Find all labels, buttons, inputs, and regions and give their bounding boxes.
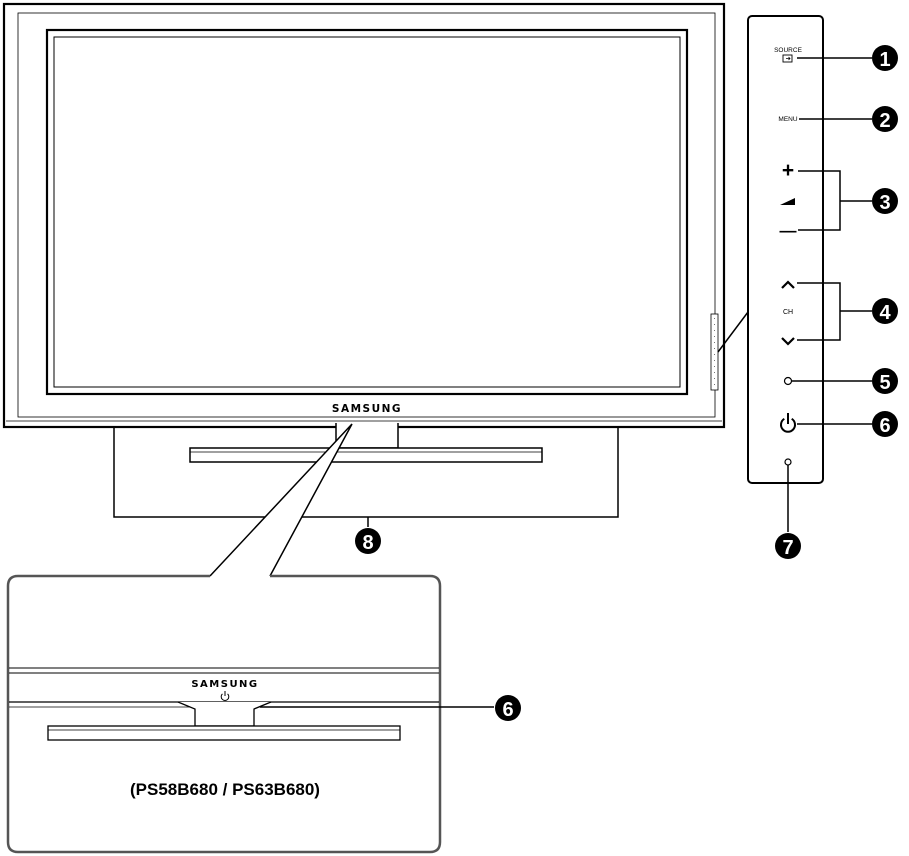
detail-stand-base: [47, 725, 401, 741]
callout-8: 8: [355, 528, 381, 554]
svg-text:2: 2: [879, 110, 890, 132]
tv-screen: [45, 28, 689, 396]
svg-text:8: 8: [362, 532, 373, 554]
menu-label[interactable]: MENU: [778, 116, 797, 123]
control-panel: SOURCE MENU + — CH: [747, 15, 872, 532]
svg-text:6: 6: [879, 415, 890, 437]
svg-text:5: 5: [879, 372, 890, 394]
control-panel-frame: [747, 15, 824, 484]
power-indicator-icon: [784, 458, 792, 466]
zoom-lines: [209, 423, 353, 577]
callout-1: 1: [872, 45, 898, 71]
callout-2: 2: [872, 106, 898, 132]
callout-5: 5: [872, 368, 898, 394]
svg-text:4: 4: [879, 302, 891, 324]
svg-text:6: 6: [502, 699, 513, 721]
svg-text:7: 7: [782, 537, 793, 559]
model-numbers: (PS58B680 / PS63B680): [130, 780, 320, 799]
tv-screen-inner: [53, 36, 681, 388]
channel-up-icon[interactable]: [781, 280, 795, 289]
detail-stand-neck: [177, 701, 272, 727]
source-label[interactable]: SOURCE: [774, 47, 802, 54]
volume-icon: [780, 198, 795, 205]
power-icon[interactable]: [780, 413, 796, 433]
tv-bezel-inner: [17, 12, 716, 418]
stand-base: [189, 447, 543, 463]
panel-connector: [717, 311, 749, 353]
channel-down-icon[interactable]: [781, 337, 795, 346]
detail-callout-6: 6: [495, 695, 521, 721]
svg-text:3: 3: [879, 192, 890, 214]
detail-power-icon[interactable]: [220, 691, 230, 701]
callout-3: 3: [872, 188, 898, 214]
source-icon: [782, 54, 793, 63]
callout-4: 4: [872, 298, 898, 324]
callout-7: 7: [775, 533, 801, 559]
detail-view: SAMSUNG 6 (PS58B680 / PS63B680): [6, 423, 521, 854]
callout-6: 6: [872, 411, 898, 437]
tv-brand-logo: SAMSUNG: [332, 403, 402, 415]
volume-down-symbol[interactable]: —: [780, 221, 797, 240]
tv-set: SAMSUNG: [2, 2, 726, 527]
volume-up-symbol[interactable]: +: [782, 159, 794, 182]
svg-text:1: 1: [879, 49, 890, 71]
detail-frame: [6, 574, 442, 854]
remote-sensor-icon: [783, 376, 793, 386]
channel-label: CH: [783, 309, 793, 316]
detail-brand-logo: SAMSUNG: [191, 679, 258, 690]
stand-bracket: [113, 428, 619, 518]
